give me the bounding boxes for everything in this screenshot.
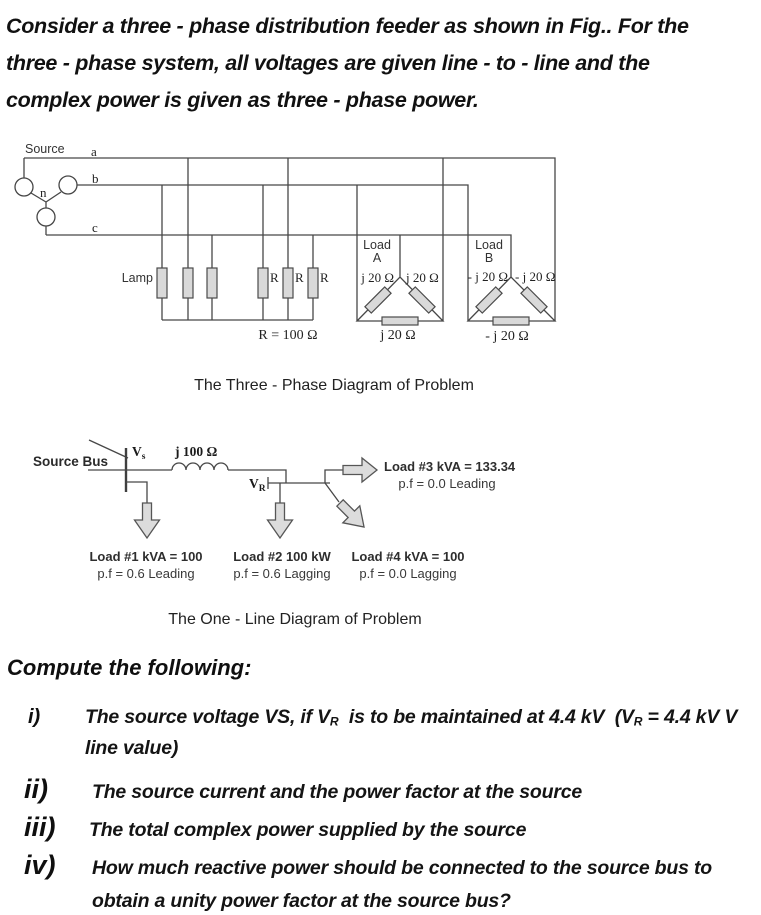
vr-label: VR: [249, 476, 266, 494]
load-b-letter: B: [485, 251, 493, 265]
load-a-delta: [355, 158, 445, 326]
load-a-left-impedance: [364, 286, 392, 314]
load4-arrow: [335, 498, 365, 528]
lamp-label: Lamp: [122, 271, 153, 285]
item-iv-line2: obtain a unity power factor at the sourc…: [92, 890, 511, 912]
vs-label: Vs: [132, 444, 146, 462]
resistor-1-label: R: [270, 270, 279, 285]
statement-line-3: complex power is given as three - phase …: [6, 88, 479, 112]
load-b-delta: [466, 276, 557, 326]
load1-arrow: [133, 502, 161, 540]
source-bus-label: Source Bus: [33, 454, 108, 469]
load-a-bottom-impedance: [381, 316, 419, 326]
neutral-label: n: [40, 185, 47, 200]
wye-source: [14, 158, 78, 235]
lamp-resistor-droppers: [161, 158, 314, 321]
load-a-right-impedance: [408, 286, 436, 314]
source-coil-b: [58, 175, 78, 195]
source-label: Source: [25, 142, 65, 156]
load-b-left-value: - j 20 Ω: [468, 269, 508, 284]
load2-arrow: [266, 502, 294, 540]
load1-branch: [126, 481, 148, 503]
phase-c-line: [46, 234, 512, 277]
item-i-line2: line value): [85, 737, 179, 759]
load2-title: Load #2 100 kW: [233, 549, 331, 564]
load3-branch: [324, 469, 343, 483]
load-a-letter: A: [373, 251, 382, 265]
statement-line-1: Consider a three - phase distribution fe…: [6, 14, 689, 38]
load1-pf: p.f = 0.6 Leading: [97, 566, 194, 581]
load4-branch: [324, 482, 340, 503]
load-a-title: Load: [363, 238, 391, 252]
one-line-caption: The One - Line Diagram of Problem: [168, 611, 422, 628]
item-iv-line1: How much reactive power should be connec…: [92, 857, 712, 879]
impedance-label: j 100 Ω: [174, 444, 217, 459]
phase-a-label: a: [91, 144, 97, 159]
resistor-1: [257, 267, 269, 299]
item-ii-text: The source current and the power factor …: [92, 781, 583, 803]
load-b-right-value: - j 20 Ω: [515, 269, 555, 284]
one-line-diagram: Source Bus Vs j 100 Ω VR Load #3 kVA = 1…: [33, 439, 516, 581]
phase-b-label: b: [92, 171, 99, 186]
lamp-3: [206, 267, 218, 299]
resistor-value-label: R = 100 Ω: [258, 328, 317, 343]
phase-c-label: c: [92, 220, 98, 235]
resistor-2-label: R: [295, 270, 304, 285]
load4-title: Load #4 kVA = 100: [351, 549, 464, 564]
three-phase-diagram: Source a b c n Lamp R R R R = 100 Ω Load…: [14, 142, 557, 344]
load4-pf: p.f = 0.0 Lagging: [359, 566, 456, 581]
load-a-bottom-value: j 20 Ω: [379, 328, 415, 343]
load1-title: Load #1 kVA = 100: [89, 549, 202, 564]
load-b-right-impedance: [520, 286, 548, 314]
problem-statement: Consider a three - phase distribution fe…: [6, 8, 758, 119]
phase-b-line: [77, 184, 469, 321]
source-coil-c: [36, 207, 56, 227]
feeder-line-right: [228, 469, 330, 484]
load-b-bottom-impedance: [492, 316, 530, 326]
load3-pf: p.f = 0.0 Leading: [398, 476, 495, 491]
item-i-line1: The source voltage VS, if VR is to be ma…: [85, 706, 738, 729]
load3-title: Load #3 kVA = 133.34: [384, 459, 516, 474]
item-iv-marker: iv): [24, 850, 56, 880]
item-i-marker: i): [28, 706, 41, 728]
load3-arrow: [342, 456, 379, 484]
load-a-right-value: j 20 Ω: [405, 270, 439, 285]
compute-heading: Compute the following:: [7, 655, 252, 680]
item-ii-marker: ii): [24, 774, 48, 804]
source-bus-slant: [88, 439, 129, 459]
load-b-left-impedance: [475, 286, 503, 314]
resistor-3-label: R: [320, 270, 329, 285]
load2-pf: p.f = 0.6 Lagging: [233, 566, 330, 581]
load-b-title: Load: [475, 238, 503, 252]
item-iii-marker: iii): [24, 812, 56, 842]
three-phase-caption: The Three - Phase Diagram of Problem: [194, 377, 474, 394]
load-a-left-value: j 20 Ω: [360, 270, 394, 285]
lamp-1: [156, 267, 168, 299]
resistor-2: [282, 267, 294, 299]
load-b-bottom-value: - j 20 Ω: [485, 329, 528, 344]
phase-a-line: [24, 157, 556, 321]
resistor-3: [307, 267, 319, 299]
series-inductor: [171, 462, 229, 471]
source-coil-a: [14, 177, 34, 197]
statement-line-2: three - phase system, all voltages are g…: [6, 51, 650, 75]
item-iii-text: The total complex power supplied by the …: [89, 819, 527, 841]
lamp-2: [182, 267, 194, 299]
